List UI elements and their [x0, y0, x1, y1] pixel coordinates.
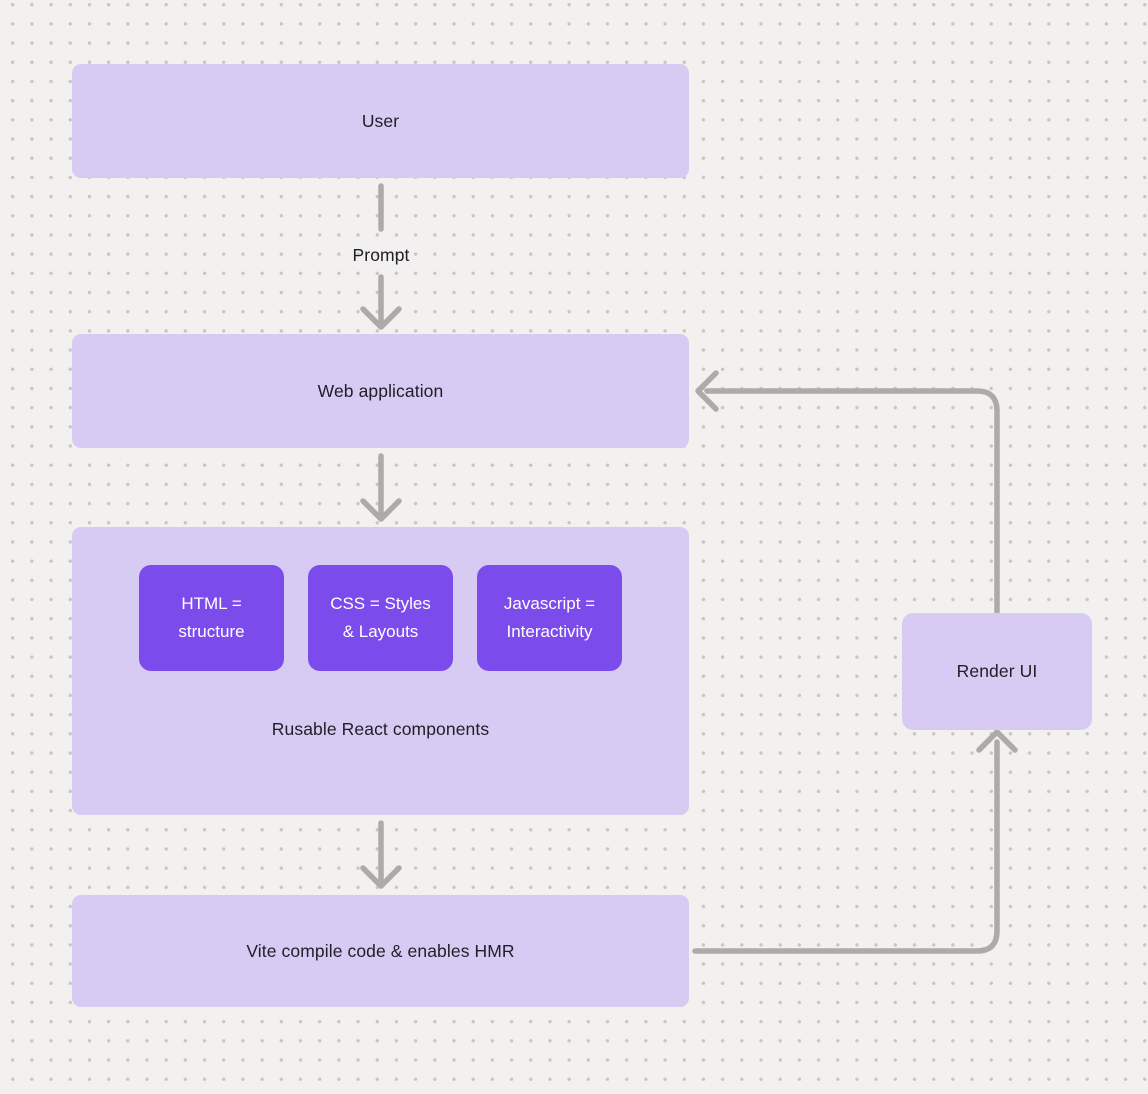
node-javascript: Javascript = Interactivity: [477, 565, 622, 671]
connector-render-ui-to-webapp: [704, 388, 1000, 616]
node-components-group-label: Rusable React components: [271, 719, 490, 739]
node-vite-label: Vite compile code & enables HMR: [246, 940, 515, 961]
arrowhead-left-icon: [695, 370, 719, 412]
edge-user-to-webapp: [360, 183, 402, 330]
arrowhead-up-icon: [976, 729, 1018, 753]
node-web-application-label: Web application: [317, 380, 444, 401]
node-render-ui: Render UI: [902, 613, 1092, 730]
edge-render-ui-to-webapp: [695, 370, 1000, 616]
edge-webapp-to-components: [360, 453, 402, 522]
node-vite: Vite compile code & enables HMR: [72, 895, 689, 1007]
arrowhead-down-icon: [360, 865, 402, 889]
edge-components-to-vite: [360, 820, 402, 889]
node-user-label: User: [361, 110, 400, 131]
arrowhead-down-icon: [360, 306, 402, 330]
node-web-application: Web application: [72, 334, 689, 448]
node-css-label-line1: CSS = Styles: [330, 594, 431, 613]
arrowhead-down-icon: [360, 498, 402, 522]
node-javascript-label-line2: Interactivity: [506, 622, 593, 641]
node-user: User: [72, 64, 689, 178]
node-html: HTML = structure: [139, 565, 284, 671]
edge-vite-to-render-ui: [692, 729, 1018, 954]
node-css: CSS = Styles & Layouts: [308, 565, 453, 671]
node-components-group: HTML = structure CSS = Styles & Layouts …: [72, 527, 689, 815]
node-html-label-line1: HTML =: [181, 594, 242, 613]
node-javascript-label-line1: Javascript =: [503, 594, 596, 613]
edge-label-prompt: Prompt: [352, 245, 410, 265]
connector-vite-to-render-ui: [692, 739, 1000, 954]
node-css-label-line2: & Layouts: [342, 622, 419, 641]
node-render-ui-label: Render UI: [956, 661, 1038, 681]
node-html-label-line2: structure: [178, 622, 245, 641]
